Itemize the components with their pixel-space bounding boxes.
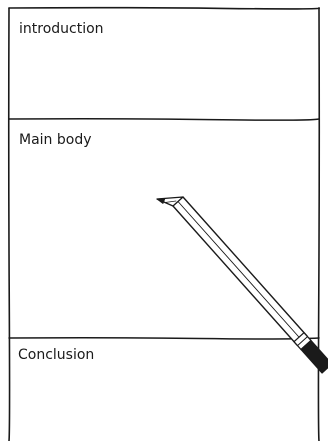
section-label-conclusion: Conclusion (18, 347, 95, 363)
frame-right-edge (317, 7, 321, 441)
section-label-main-body: Main body (19, 132, 92, 148)
divider-main-conclusion (8, 336, 320, 340)
pencil-icon (156, 196, 328, 374)
section-label-introduction: introduction (19, 21, 104, 37)
divider-intro-main (8, 117, 320, 121)
frame-top-edge (8, 6, 320, 10)
frame-left-edge (7, 7, 11, 441)
